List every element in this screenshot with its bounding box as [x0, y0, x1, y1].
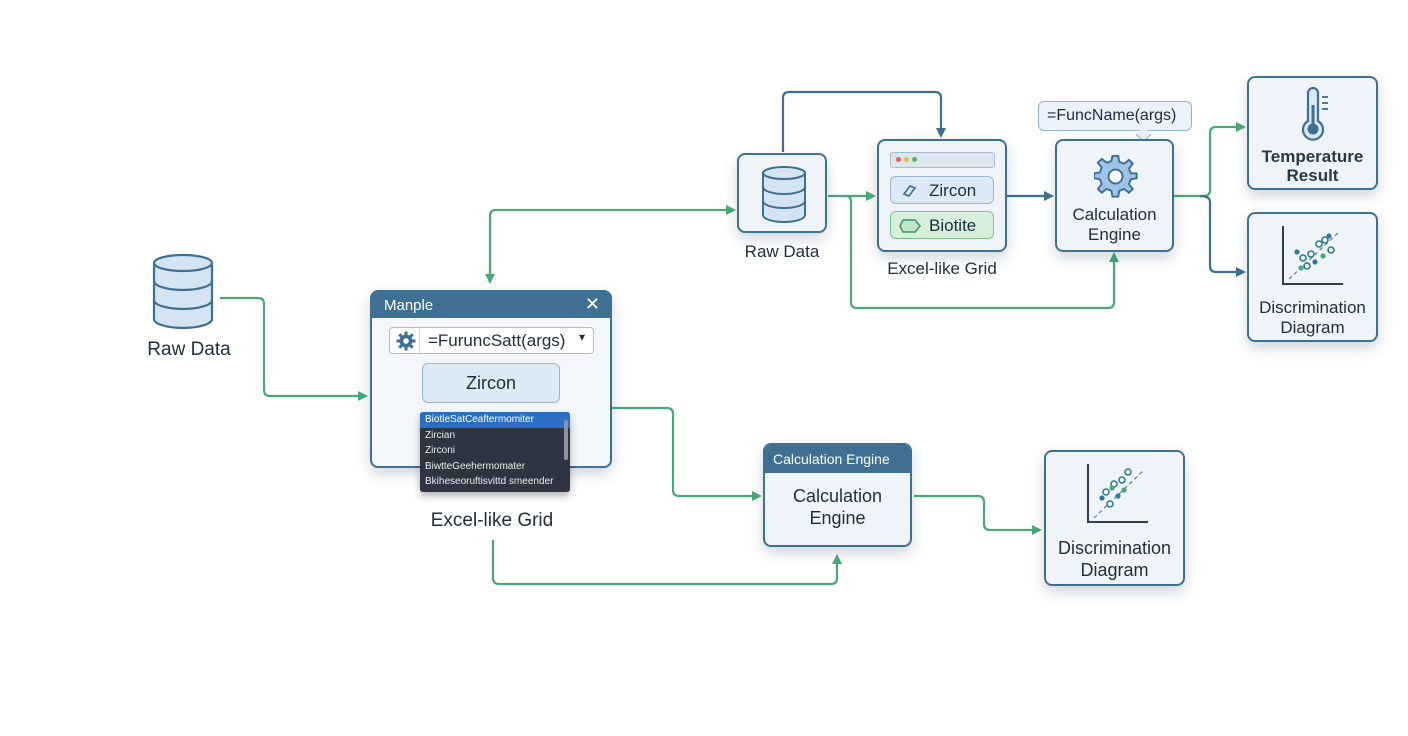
mineral-hexagon-icon: [899, 219, 921, 233]
calc-engine-label-top-1: Calculation: [1072, 205, 1157, 224]
discrimination-label-bottom-2: Diagram: [1080, 560, 1149, 580]
grid-window-title: Manple: [384, 297, 434, 314]
grid-card-top[interactable]: Zircon Biotite: [877, 139, 1007, 252]
zircon-cell[interactable]: Zircon: [422, 363, 560, 403]
discrimination-diagram-card-bottom[interactable]: Discrimination Diagram: [1044, 450, 1185, 586]
arrow-grid-to-rawdata-top: [488, 205, 736, 280]
crystal-icon: [902, 185, 917, 197]
raw-data-card-top[interactable]: [737, 153, 827, 233]
zircon-chip-label: Zircon: [929, 181, 977, 200]
grid-window-titlebar[interactable]: Manple ✕: [372, 292, 610, 318]
grid-caption-left: Excel-like Grid: [430, 510, 554, 531]
chevron-down-icon[interactable]: ▾: [579, 330, 586, 344]
discrimination-label-top-1: Discrimination: [1259, 298, 1366, 317]
dropdown-scrollbar[interactable]: [564, 420, 568, 460]
raw-data-label-left: Raw Data: [147, 339, 231, 360]
grid-toolbar: [890, 152, 995, 168]
discrimination-label-top-2: Diagram: [1280, 318, 1345, 337]
raw-data-label-top: Raw Data: [744, 242, 820, 261]
formula-tooltip: =FuncName(args): [1038, 101, 1192, 131]
dropdown-item[interactable]: BiotleSatCeaftermomiter: [420, 412, 570, 428]
arrow-rawdata-to-calc-loop: [845, 194, 1119, 310]
mineral-dropdown-list[interactable]: BiotleSatCeaftermomiter Zircian Zirconi …: [420, 412, 570, 492]
dropdown-item[interactable]: BiwtteGeehermomater: [425, 460, 526, 472]
database-icon-left: [152, 253, 214, 331]
temperature-label-2: Result: [1286, 166, 1339, 185]
dropdown-item[interactable]: Zirconi: [425, 445, 456, 456]
formula-text: =FuruncSatt(args): [428, 331, 566, 350]
calc-engine-card-top[interactable]: Calculation Engine: [1055, 139, 1174, 252]
biotite-chip-label: Biotite: [929, 216, 977, 235]
arrow-raw-to-grid: [220, 296, 368, 401]
calc-engine-label-bottom-1: Calculation: [792, 486, 883, 506]
dropdown-item[interactable]: Zircian: [425, 429, 456, 441]
discrimination-diagram-card-top[interactable]: Discrimination Diagram: [1247, 212, 1378, 342]
arrow-gridcaption-to-calc-bottom: [491, 540, 842, 586]
calc-engine-label-top-2: Engine: [1088, 225, 1141, 244]
grid-window[interactable]: Manple ✕ =FuruncSatt(args) ▾ Zircon: [370, 290, 612, 468]
grid-caption-top: Excel-like Grid: [887, 259, 997, 278]
arrow-calc-to-discrim: [1199, 194, 1246, 277]
arrow-rawdata-loop: [781, 90, 946, 152]
calc-engine-titlebar: Calculation Engine: [765, 445, 910, 473]
database-icon-top: [762, 166, 806, 223]
biotite-chip[interactable]: Biotite: [890, 211, 994, 239]
temperature-result-card[interactable]: Temperature Result: [1247, 76, 1378, 190]
calc-engine-label-bottom-2: Engine: [809, 508, 866, 528]
calc-engine-card-bottom[interactable]: Calculation Engine Calculation Engine: [763, 443, 912, 547]
arrow-grid-to-calc-bottom: [612, 406, 762, 501]
temperature-label-1: Temperature: [1261, 147, 1364, 166]
scatter-plot-icon: [1087, 464, 1148, 523]
arrow-calc-to-temp: [1174, 122, 1246, 198]
calc-engine-header: Calculation Engine: [773, 451, 890, 467]
scatter-plot-icon: [1282, 226, 1343, 285]
discrimination-label-bottom-1: Discrimination: [1057, 538, 1172, 558]
zircon-chip[interactable]: Zircon: [890, 176, 994, 204]
gear-icon: [396, 331, 416, 351]
formula-input[interactable]: =FuruncSatt(args) ▾: [389, 327, 594, 354]
thermometer-icon: [1301, 87, 1328, 141]
arrow-calc-bottom-to-discrim: [914, 494, 1042, 535]
gear-icon: [1094, 155, 1138, 198]
close-icon[interactable]: ✕: [584, 294, 600, 314]
dropdown-item[interactable]: Bkiheseoruftisvittd smeender: [425, 476, 554, 487]
